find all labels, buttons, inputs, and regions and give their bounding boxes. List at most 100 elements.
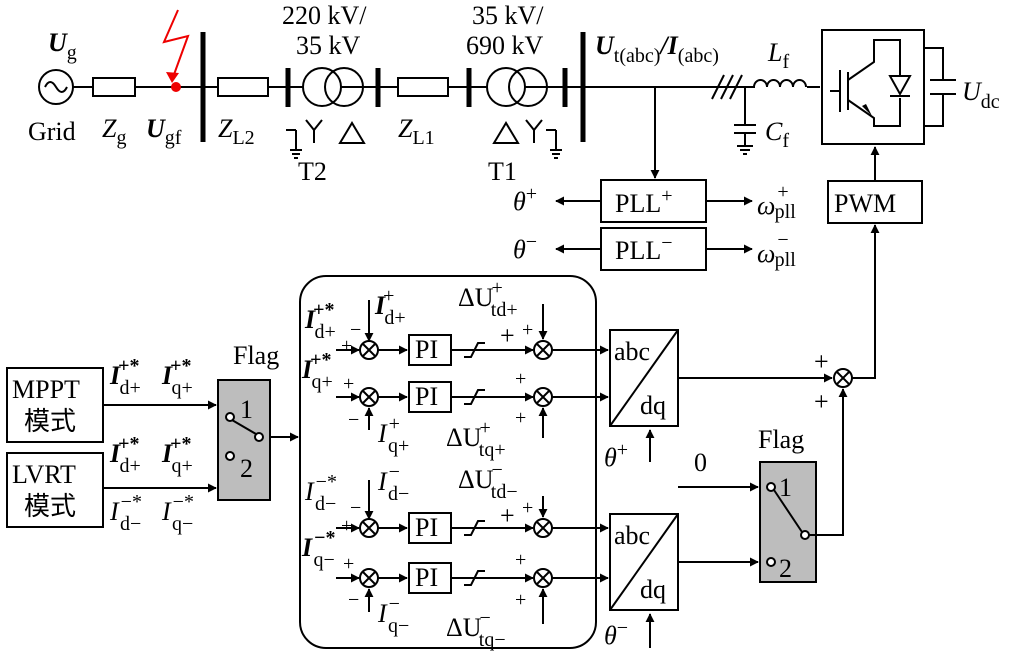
power-circuit: Ug Grid Zg Ugf ZL2 220 kV/ 35 kV T2 bbox=[28, 1, 1000, 186]
sum-q-plus-sign-1: + bbox=[343, 373, 354, 395]
id-minus-fb-label: I−d− bbox=[377, 461, 409, 505]
fault-lightning-icon bbox=[162, 9, 190, 81]
t2-winding-right bbox=[324, 67, 364, 107]
output-sum-sign-2: + bbox=[814, 387, 829, 416]
sum-uq-minus-sign-2: + bbox=[515, 589, 526, 611]
du-td-minus-label: ΔU−td− bbox=[458, 459, 518, 503]
switch-1-pos-1: 1 bbox=[240, 395, 253, 424]
cf-capacitor-icon bbox=[734, 87, 756, 155]
zg-impedance bbox=[92, 77, 136, 97]
grid-voltage-label: Ug bbox=[48, 28, 77, 64]
switch-2-contact-2 bbox=[766, 557, 776, 567]
pll-minus-label: PLL− bbox=[615, 232, 673, 265]
limiter-d-plus-icon bbox=[464, 342, 485, 358]
switch-2-output-arrow bbox=[809, 388, 848, 536]
sum-d-minus-sign-1: + bbox=[341, 515, 352, 537]
sum-q-plus-sign-2: − bbox=[348, 409, 359, 431]
zero-label: 0 bbox=[694, 448, 707, 477]
mppt-iq-ref: I+*q+ bbox=[161, 355, 193, 399]
lvrt-id-plus-ref: I+*d+ bbox=[109, 433, 141, 477]
mppt-label: MPPT bbox=[12, 375, 80, 404]
igbt-icon bbox=[830, 39, 912, 127]
switch-1-contact-1 bbox=[225, 412, 235, 422]
t1-rating-2: 690 kV bbox=[466, 31, 544, 60]
pi-d-plus-block bbox=[408, 334, 452, 366]
pi-d-plus-label: PI bbox=[415, 335, 438, 364]
sum-ud-minus-sign-1: + bbox=[500, 501, 515, 530]
pi-q-plus-label: PI bbox=[415, 382, 438, 411]
zl1-label: ZL1 bbox=[398, 114, 435, 149]
dq-abc-plus-dq: dq bbox=[640, 391, 666, 420]
limiter-q-minus-icon bbox=[464, 570, 485, 586]
sum-ud-minus-sign-2: + bbox=[522, 497, 533, 519]
switch-2-common bbox=[800, 530, 810, 540]
id-plus-fb-label: I+d+ bbox=[374, 285, 406, 329]
lvrt-label: LVRT bbox=[12, 460, 76, 489]
t2-rating-2: 35 kV bbox=[296, 31, 361, 60]
du-tq-minus-label: ΔU−tq− bbox=[446, 607, 506, 651]
theta-plus-input-label: θ+ bbox=[604, 439, 628, 472]
omega-minus-label: ω−pll bbox=[757, 229, 796, 271]
limiter-d-minus-icon bbox=[464, 520, 485, 536]
pi-q-minus-block bbox=[408, 562, 452, 594]
iq-minus-ref-label: I−*q− bbox=[301, 527, 336, 571]
pll-plus-label: PLL+ bbox=[615, 185, 673, 218]
omega-plus-label: ω+pll bbox=[757, 181, 796, 223]
t1-rating-1: 35 kV/ bbox=[472, 1, 544, 30]
udc-label: Udc bbox=[962, 77, 1000, 113]
limiter-q-plus-icon bbox=[464, 389, 485, 405]
sum-ud-plus-sign-2: + bbox=[522, 319, 533, 341]
mppt-id-ref: I+*d+ bbox=[109, 355, 141, 399]
mppt-mode-label: 模式 bbox=[24, 407, 76, 436]
lvrt-mode-label: 模式 bbox=[24, 492, 76, 521]
terminal-measurement-label: Ut(abc)/I(abc) bbox=[595, 31, 719, 67]
pwm-label: PWM bbox=[834, 189, 896, 218]
switch-2-arm bbox=[773, 489, 803, 533]
pll-section: PLL+ PLL− θ+ θ− ω+pll ω−pll PWM bbox=[513, 87, 923, 379]
pi-q-minus-label: PI bbox=[415, 563, 438, 592]
flag-label-2: Flag bbox=[758, 425, 804, 454]
output-sum-sign-1: + bbox=[814, 347, 829, 376]
du-tq-plus-label: ΔU+tq+ bbox=[446, 417, 506, 461]
switch-2-pos-1: 1 bbox=[779, 473, 792, 502]
iq-minus-fb-label: I−q− bbox=[377, 593, 409, 637]
pwm-block bbox=[827, 180, 923, 224]
switch-1-arm bbox=[231, 419, 257, 435]
t1-label: T1 bbox=[488, 157, 517, 186]
switch-1-pos-2: 2 bbox=[240, 454, 253, 483]
lvrt-iq-plus-ref: I+*q+ bbox=[161, 433, 193, 477]
id-minus-ref-label: I−*d− bbox=[304, 471, 337, 515]
pi-q-plus-block bbox=[408, 381, 452, 413]
three-phase-mark bbox=[711, 74, 743, 100]
sum-q-minus-sign-1: + bbox=[343, 553, 354, 575]
transforms-output: abc dq θ+ abc dq θ− + + 0 Flag 1 2 bbox=[604, 329, 853, 650]
mppt-mode-block bbox=[6, 367, 104, 443]
mode-selection: MPPT 模式 LVRT 模式 I+*d+ I+*q+ I+*d+ I+*q+ … bbox=[6, 341, 299, 535]
switch-2-pos-2: 2 bbox=[779, 554, 792, 583]
zg-label: Zg bbox=[102, 114, 126, 149]
sine-icon bbox=[44, 81, 68, 93]
sum-q-minus-sign-2: − bbox=[348, 589, 359, 611]
zl2-impedance bbox=[217, 77, 269, 97]
sum-to-pwm-arrow bbox=[852, 224, 880, 379]
t1-winding-right bbox=[508, 67, 548, 107]
lf-inductor-icon bbox=[753, 79, 807, 88]
lf-label: Lf bbox=[767, 38, 789, 73]
controller-panel bbox=[299, 275, 597, 649]
iq-plus-fb-label: I+q+ bbox=[377, 413, 409, 457]
sum-uq-minus-sign-1: + bbox=[515, 549, 526, 571]
fault-point bbox=[171, 82, 181, 92]
sum-uq-plus-sign-1: + bbox=[515, 368, 526, 390]
t2-rating-1: 220 kV/ bbox=[282, 1, 367, 30]
zl1-impedance bbox=[397, 77, 449, 97]
t1-winding-symbols bbox=[492, 119, 562, 159]
du-td-plus-label: ΔU+td+ bbox=[458, 277, 518, 321]
theta-minus-label: θ− bbox=[513, 231, 537, 264]
lvrt-mode-block bbox=[6, 452, 104, 528]
fault-arrow-icon bbox=[166, 72, 179, 83]
dq-abc-plus-abc: abc bbox=[614, 337, 650, 366]
sum-d-plus-sign-2: − bbox=[350, 319, 361, 341]
t1-winding-left bbox=[486, 67, 526, 107]
dq-abc-minus-dq: dq bbox=[640, 575, 666, 604]
pll-minus-block bbox=[600, 227, 707, 271]
